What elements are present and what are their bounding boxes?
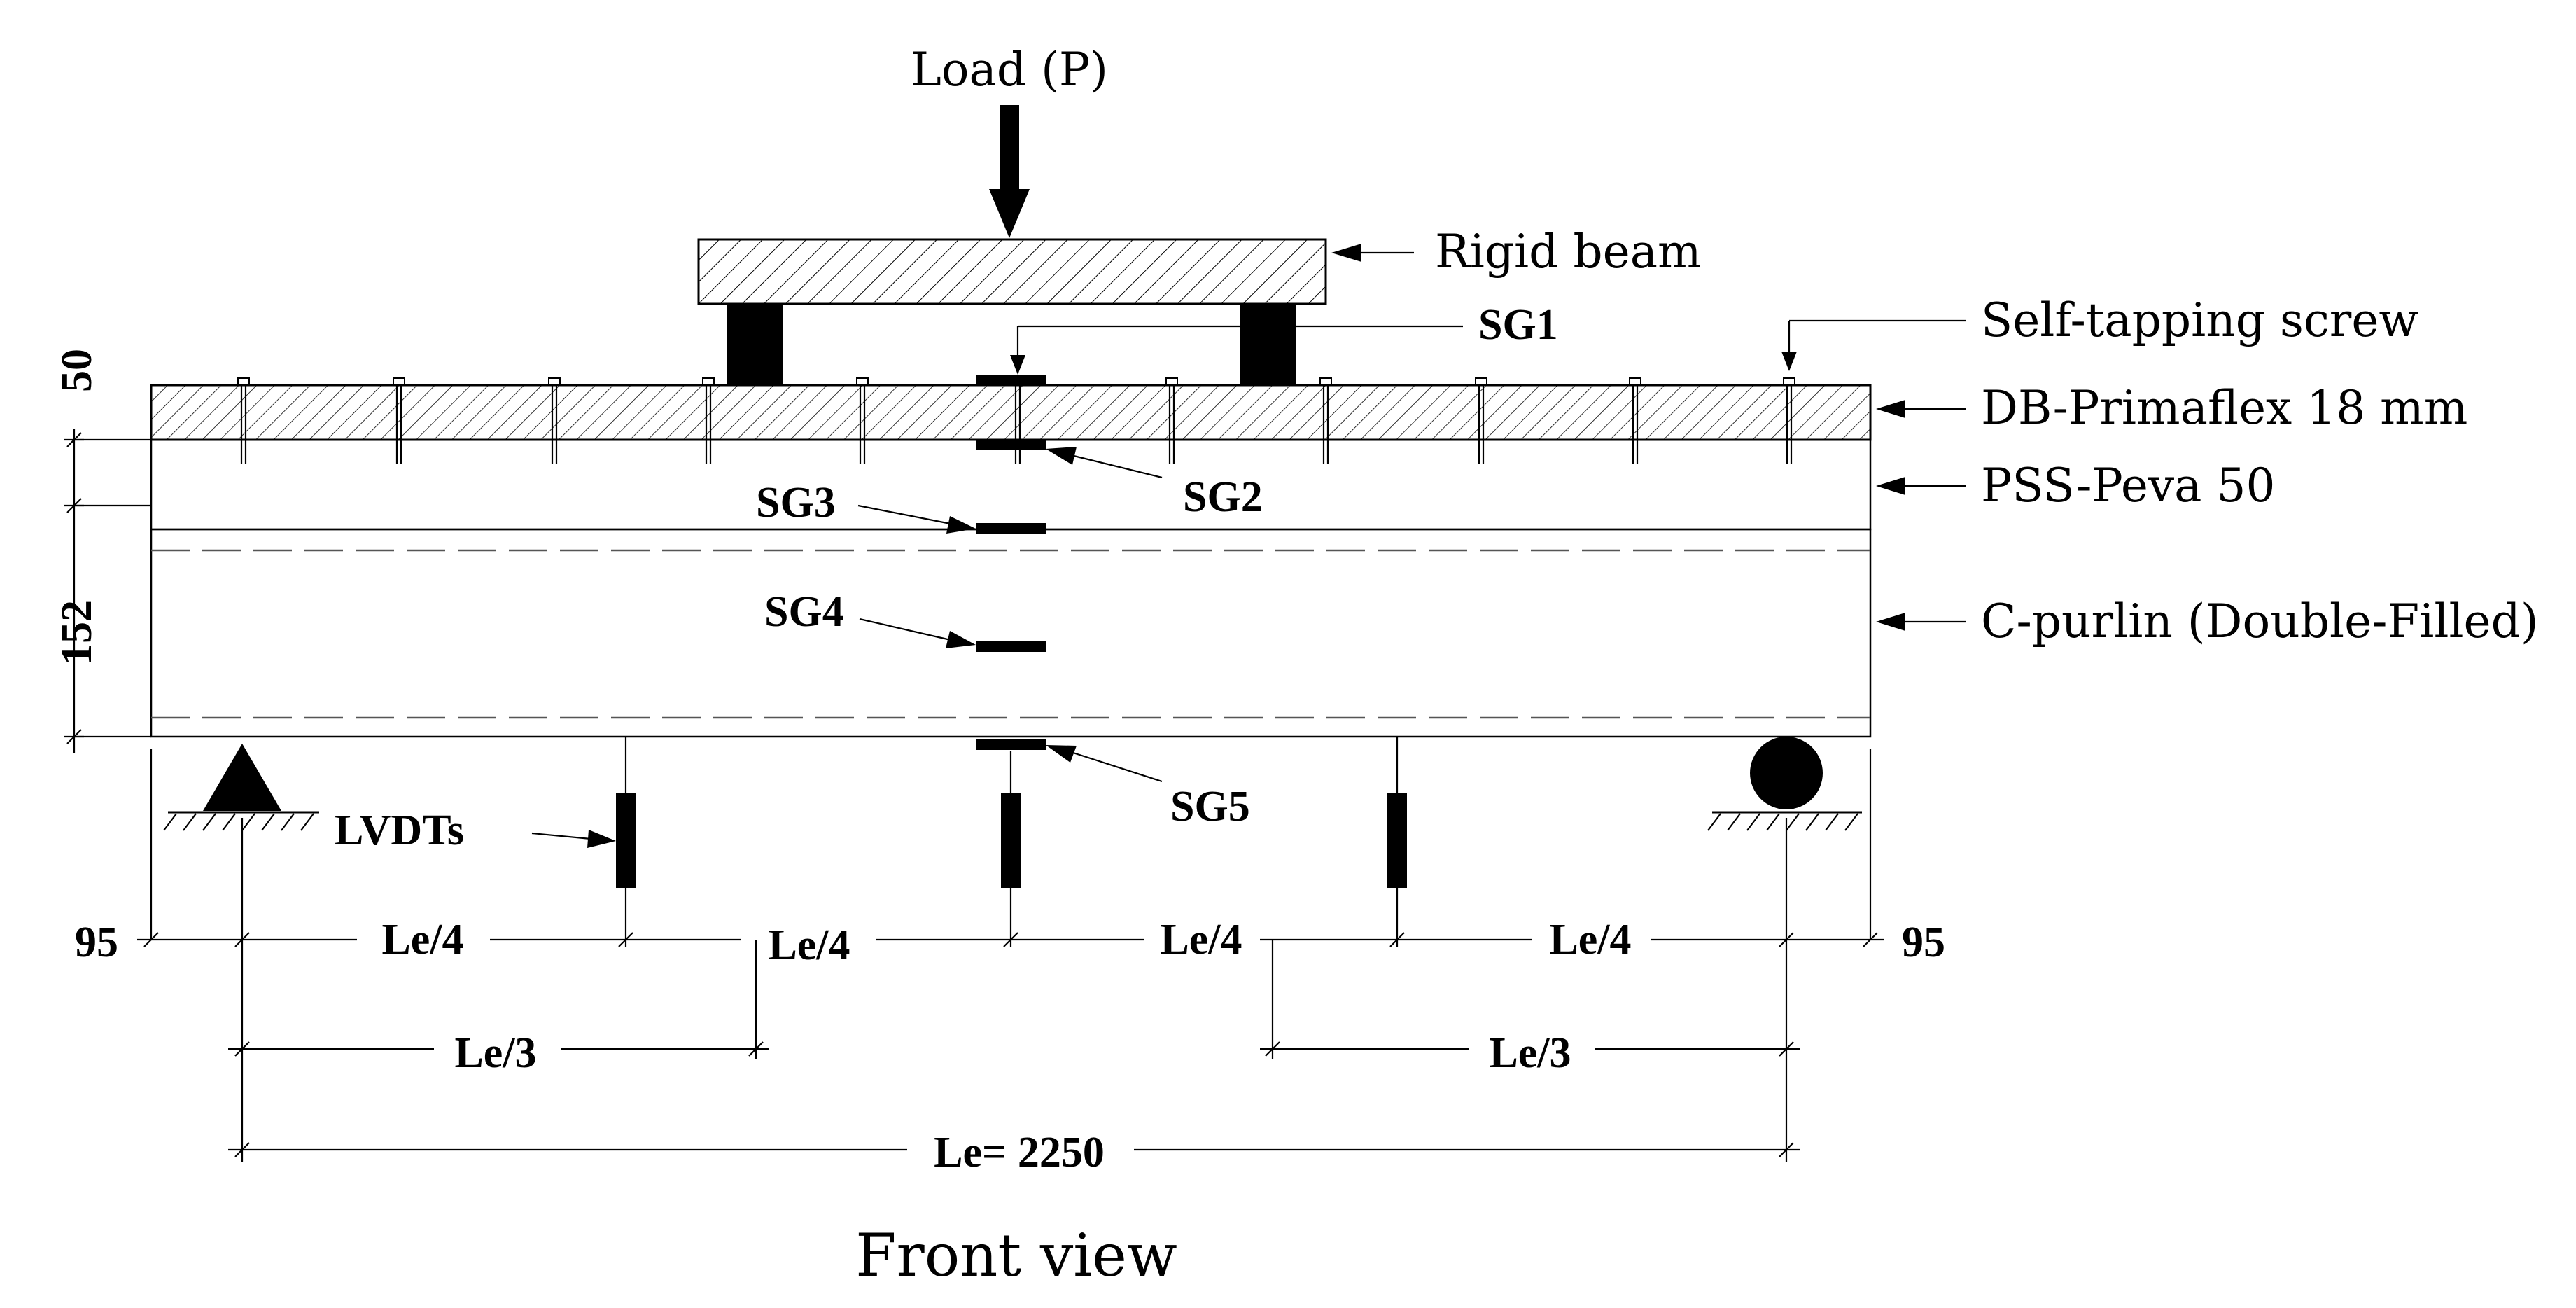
sg3-leader bbox=[858, 504, 976, 534]
sg4-leader bbox=[859, 618, 976, 648]
lvdt-2 bbox=[1001, 751, 1021, 891]
view-title: Front view bbox=[855, 1221, 1177, 1290]
dim-overhang-right: 95 bbox=[1902, 919, 1945, 966]
load-arrow bbox=[989, 105, 1030, 238]
dim-overhang-left: 95 bbox=[75, 919, 118, 966]
pss-peva-layer bbox=[150, 438, 1872, 531]
lvdt-label: LVDTs bbox=[335, 807, 464, 854]
sg2-label: SG2 bbox=[1183, 473, 1263, 521]
dim-board-thickness: 50 bbox=[53, 349, 101, 392]
dim-third-left: Le/3 bbox=[454, 1029, 536, 1077]
sg5-gauge bbox=[976, 739, 1046, 750]
lvdt-1 bbox=[616, 737, 636, 891]
db-primaflex-leader bbox=[1876, 400, 1966, 418]
rigid-beam bbox=[697, 238, 1327, 305]
load-block-left bbox=[727, 304, 783, 385]
pin-support bbox=[163, 744, 319, 831]
roller-support bbox=[1707, 737, 1862, 831]
sg2-leader bbox=[1046, 447, 1163, 479]
pss-peva-leader bbox=[1876, 477, 1966, 495]
lvdt-leader bbox=[531, 830, 616, 848]
sg5-leader bbox=[1046, 745, 1163, 783]
dim-third-right: Le/3 bbox=[1489, 1029, 1571, 1077]
sg2-gauge bbox=[976, 440, 1046, 450]
c-purlin-leader bbox=[1876, 613, 1966, 631]
sg4-gauge bbox=[976, 641, 1046, 652]
pss-peva-label: PSS-Peva 50 bbox=[1981, 459, 2276, 513]
screw-label: Self-tapping screw bbox=[1981, 293, 2418, 347]
c-purlin bbox=[150, 528, 1872, 738]
sg4-label: SG4 bbox=[764, 588, 844, 636]
sg1-leader bbox=[1010, 325, 1463, 375]
c-purlin-label: C-purlin (Double-Filled) bbox=[1981, 594, 2539, 648]
dim-quarter-3: Le/4 bbox=[1160, 916, 1242, 963]
db-primaflex-label: DB-Primaflex 18 mm bbox=[1981, 381, 2468, 435]
db-primaflex-board bbox=[150, 384, 1872, 441]
load-label: Load (P) bbox=[911, 43, 1108, 97]
sg3-label: SG3 bbox=[756, 479, 836, 527]
dim-quarter-1: Le/4 bbox=[382, 916, 463, 963]
rigid-beam-label: Rigid beam bbox=[1435, 225, 1702, 279]
dim-purlin-depth: 152 bbox=[53, 600, 101, 665]
rigid-beam-leader bbox=[1331, 244, 1414, 262]
sg1-label: SG1 bbox=[1478, 301, 1558, 349]
dimension-lines bbox=[64, 429, 1884, 1162]
load-block-right bbox=[1240, 304, 1296, 385]
lvdt-3 bbox=[1387, 737, 1407, 891]
screw-leader bbox=[1782, 319, 1966, 371]
dim-quarter-4: Le/4 bbox=[1549, 916, 1631, 963]
self-tapping-screws bbox=[237, 377, 1795, 464]
dim-quarter-2: Le/4 bbox=[768, 921, 850, 969]
sg5-label: SG5 bbox=[1170, 783, 1250, 830]
sg1-gauge bbox=[976, 375, 1046, 384]
sg3-gauge bbox=[976, 523, 1046, 534]
dim-span: Le= 2250 bbox=[934, 1129, 1105, 1176]
